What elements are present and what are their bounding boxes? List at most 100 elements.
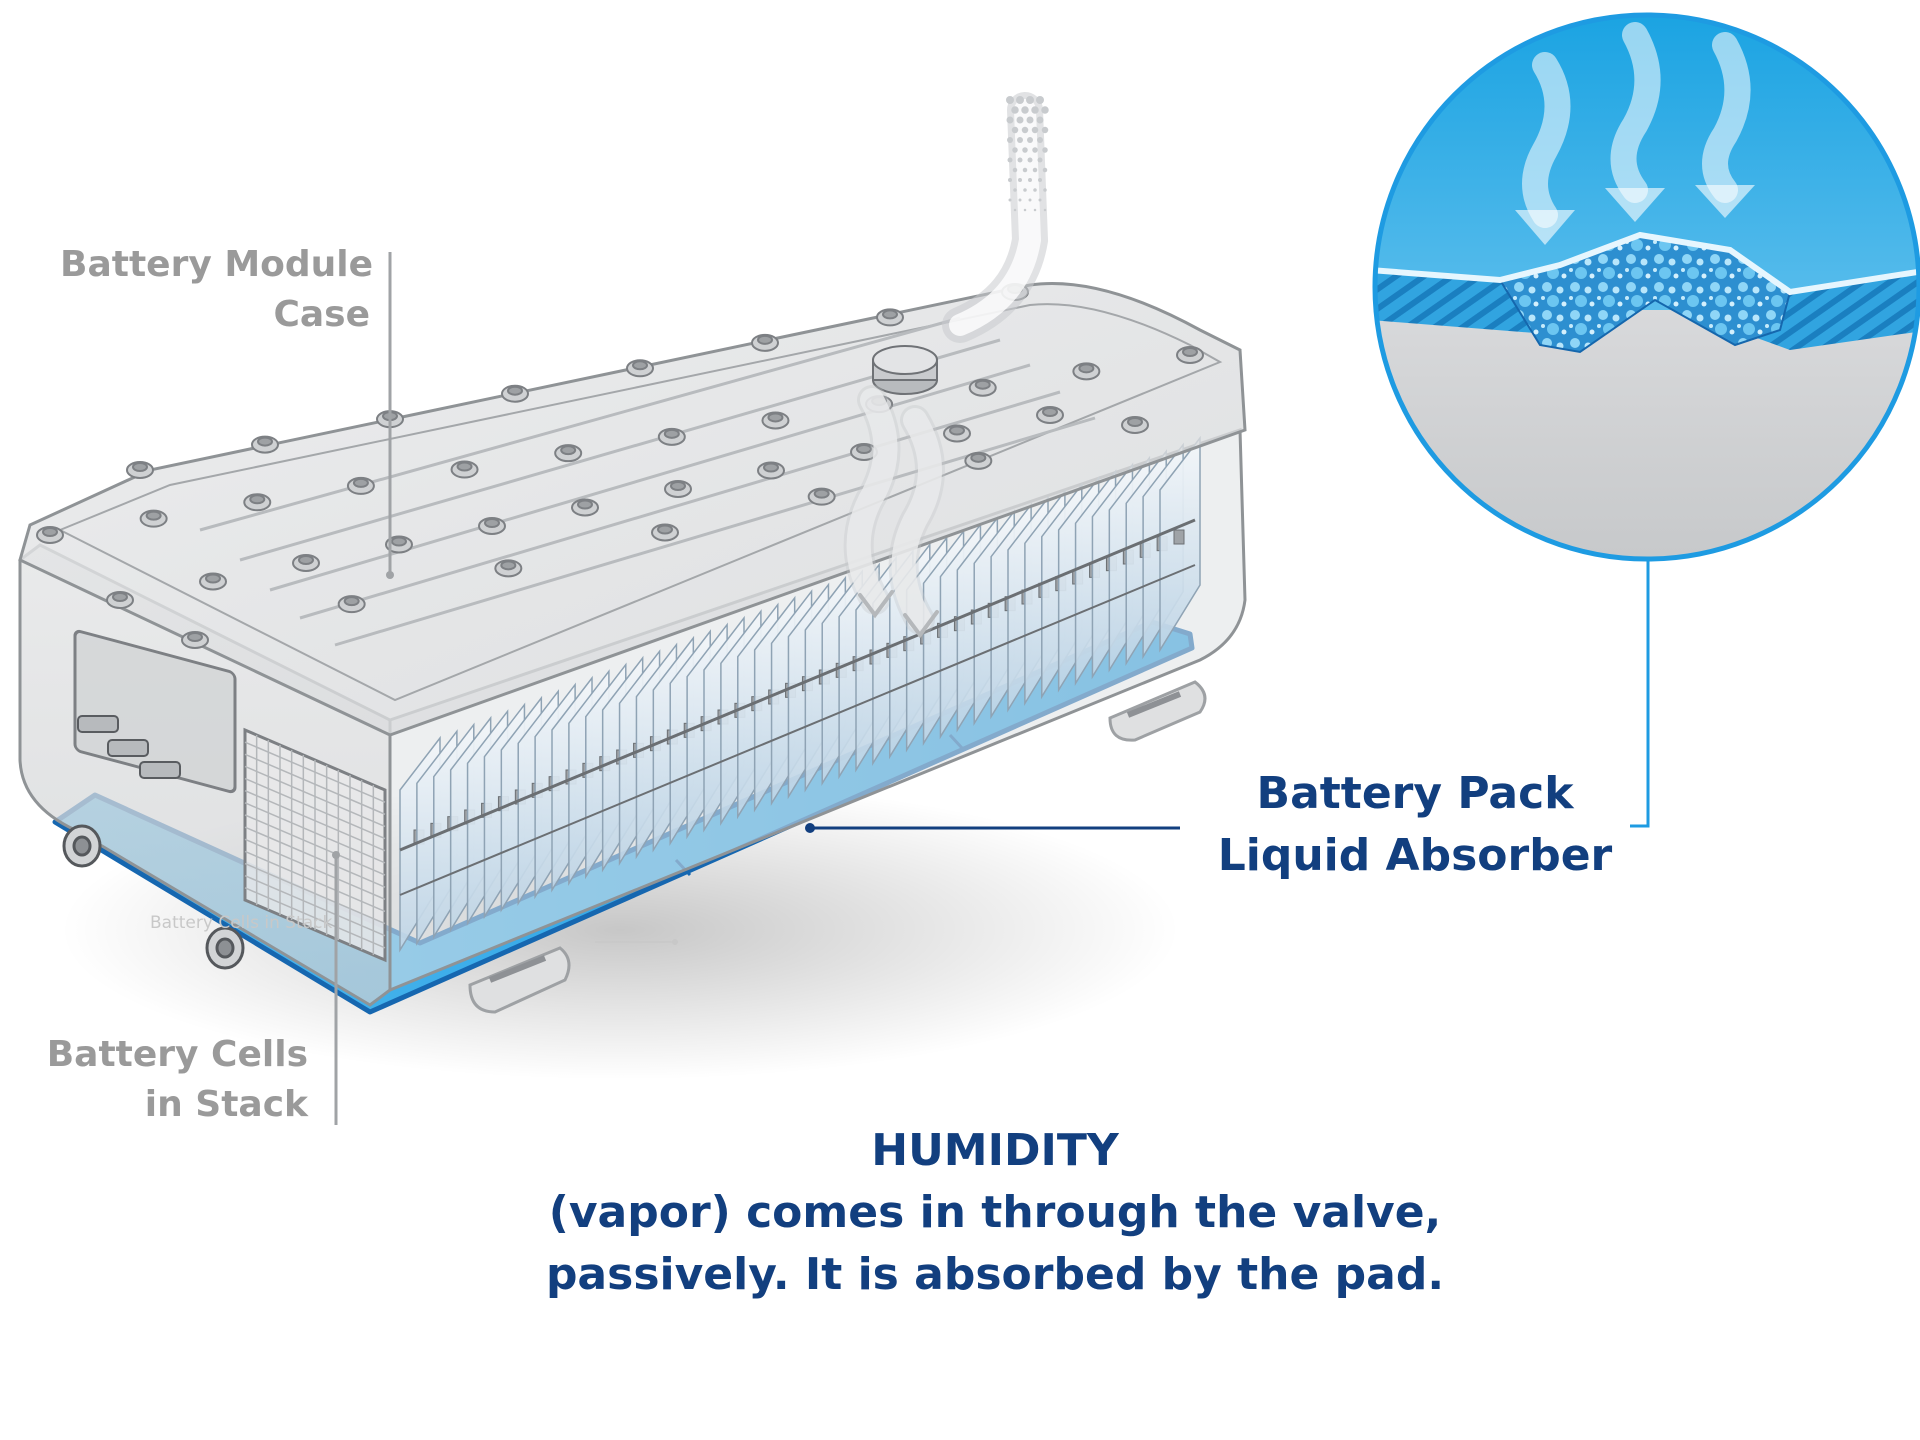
vapor-dot (1033, 208, 1037, 212)
lid-bolt (478, 517, 506, 535)
vapor-dot (1027, 137, 1033, 143)
grid-line (244, 790, 386, 852)
vapor-dot (1023, 188, 1027, 192)
lid-bolt (626, 359, 654, 378)
vapor-dot (1013, 188, 1017, 192)
grid-line (244, 814, 386, 876)
vapor-dot (1042, 147, 1048, 153)
vapor-dot (1041, 126, 1049, 134)
caption-line2: (vapor) comes in through the valve, (548, 1187, 1442, 1238)
lid-bolt (657, 427, 686, 446)
grid-line (244, 862, 386, 925)
absorber-label: Battery Pack Liquid Absorber (1205, 763, 1625, 887)
lid-bolt (106, 591, 134, 609)
lid-bolt (243, 493, 272, 512)
lid-bolt (943, 424, 971, 443)
lid-bolt (292, 554, 320, 572)
lid-inner-edge (57, 303, 1223, 702)
lid-bolt (199, 572, 227, 591)
lid-bolt (1176, 346, 1204, 364)
lid-bolt (554, 444, 583, 463)
vapor-dot (1041, 106, 1049, 114)
grid-line (244, 802, 386, 864)
vapor-dot (1016, 96, 1024, 104)
vapor-dot (1006, 96, 1014, 104)
lid-bolt (36, 526, 64, 544)
vapor-dot (1032, 147, 1038, 153)
vapor-dot (1017, 157, 1023, 163)
vapor-dot (1021, 106, 1029, 114)
module-case-label: Battery Module Case (60, 240, 373, 340)
vapor-dot (1033, 188, 1037, 192)
vapor-dot (1042, 167, 1048, 173)
vapor-dots (1006, 96, 1049, 212)
vapor-dot (1038, 178, 1042, 182)
absorber-label-line1: Battery Pack (1256, 768, 1574, 819)
vapor-dot (1007, 157, 1013, 163)
lid-bolt (968, 378, 997, 397)
vapor-dot (1021, 126, 1029, 134)
vapor-dot (1043, 208, 1047, 212)
lid-bolt (1072, 362, 1101, 381)
lid-bolt (181, 631, 209, 649)
lid-bolt (757, 461, 785, 480)
lid-bolt (664, 480, 692, 498)
lid-bolt (571, 498, 599, 517)
grid-line (244, 765, 386, 828)
module-case-label-line2: Case (273, 294, 370, 335)
cell-terminal (1173, 529, 1185, 545)
vapor-dot (1026, 96, 1034, 104)
humidity-caption: HUMIDITY (vapor) comes in through the va… (430, 1120, 1560, 1306)
vapor-dot (1006, 116, 1014, 124)
grid-line (244, 826, 386, 888)
busbar (399, 564, 1196, 896)
vapor-dot (1008, 198, 1012, 202)
grid-line (244, 875, 386, 937)
vapor-dot (1036, 116, 1044, 124)
grid-line (244, 777, 386, 840)
busbar (399, 518, 1196, 852)
lid-bolt (1036, 406, 1064, 424)
vapor-dot (1032, 167, 1038, 173)
leader-lines (332, 252, 1650, 1125)
vapor-dot (1026, 116, 1034, 124)
lid-bolt (251, 435, 279, 454)
vapor-dot (1031, 106, 1039, 114)
vapor-dot (1012, 167, 1018, 173)
vapor-dot (1028, 198, 1032, 202)
lid-bolt (139, 509, 168, 528)
ghost-cells-label: Battery Cells in Stack (150, 913, 333, 933)
vapor-dot (1011, 126, 1019, 134)
grid-line (244, 753, 386, 815)
lid-bolt (346, 476, 375, 495)
lid-bolt (651, 523, 679, 542)
battery-cells-stack (399, 435, 1201, 953)
mounting-feet (468, 680, 1207, 1014)
lid-bolt (385, 535, 413, 554)
grid-line (244, 850, 386, 913)
coolant-ports (62, 824, 245, 970)
vapor-dot (1012, 147, 1018, 153)
vapor-dot (1031, 126, 1039, 134)
vapor-dot (1018, 178, 1022, 182)
vapor-dot (1022, 147, 1028, 153)
vapor-dot (1037, 157, 1043, 163)
vapor-dot (1028, 178, 1032, 182)
vapor-dot (1018, 198, 1022, 202)
lid-bolt (876, 308, 904, 327)
vapor-dot (1022, 167, 1028, 173)
lid-bolt (751, 333, 779, 352)
vapor-dot (1037, 137, 1043, 143)
cells-label-line1: Battery Cells (46, 1034, 308, 1075)
end-plate (243, 727, 387, 963)
cells-label-line2: in Stack (144, 1084, 308, 1125)
vapor-dot (1016, 116, 1024, 124)
vapor-dot (1027, 157, 1033, 163)
vapor-dot (1011, 106, 1019, 114)
vapor-dot (1007, 137, 1013, 143)
cells-label: Battery Cells in Stack (40, 1030, 308, 1130)
vapor-dot (1023, 208, 1027, 212)
caption-line1: HUMIDITY (871, 1125, 1119, 1176)
